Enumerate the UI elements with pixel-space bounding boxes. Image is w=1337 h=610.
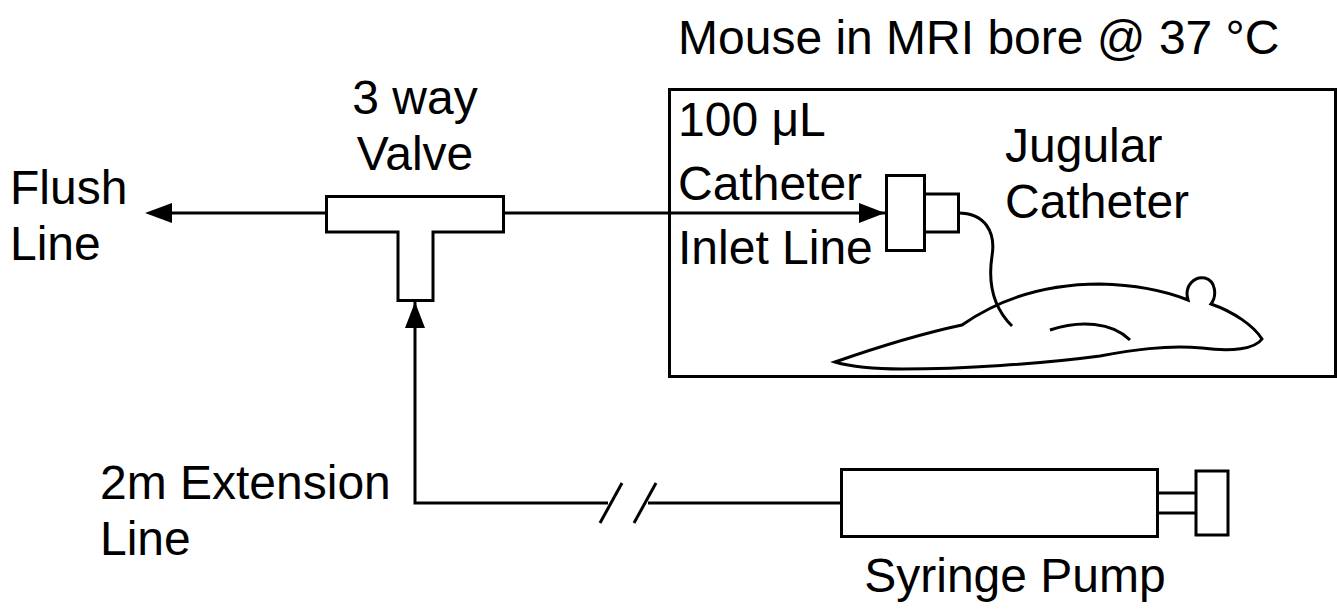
mouse-outline [835, 278, 1262, 369]
catheter-inlet-label: 100 μL Catheter Inlet Line [678, 88, 883, 280]
line-break-gap [608, 490, 648, 516]
syringe-label: Syringe Pump [820, 548, 1210, 604]
break-mark [600, 483, 622, 523]
mouse-leg [1050, 324, 1130, 340]
syringe-pump: Syringe Pump [840, 468, 1230, 538]
three-way-valve: 3 way Valve [325, 195, 505, 302]
three-way-valve-shape [325, 195, 505, 302]
tube-line [505, 212, 885, 215]
extension-label: 2m Extension Line [100, 455, 402, 567]
syringe-pump-shape [840, 468, 1230, 538]
valve-label: 3 way Valve [325, 70, 505, 182]
mri-bore-box: Mouse in MRI bore @ 37 °C100 μL Catheter… [668, 88, 1337, 378]
flush-arrow-head [145, 203, 172, 223]
jugular-label: Jugular Catheter [1005, 118, 1220, 230]
catheter-connector: 100 μL Catheter Inlet Line [885, 174, 960, 252]
flush-arrow-line [168, 212, 325, 215]
flush-label: Flush Line [10, 160, 140, 272]
break-mark [634, 483, 656, 523]
catheter-tube [958, 213, 1012, 326]
bore-heading: Mouse in MRI bore @ 37 °C [678, 10, 1328, 66]
tube-line [415, 302, 840, 503]
catheter-connector-shape [885, 174, 960, 252]
